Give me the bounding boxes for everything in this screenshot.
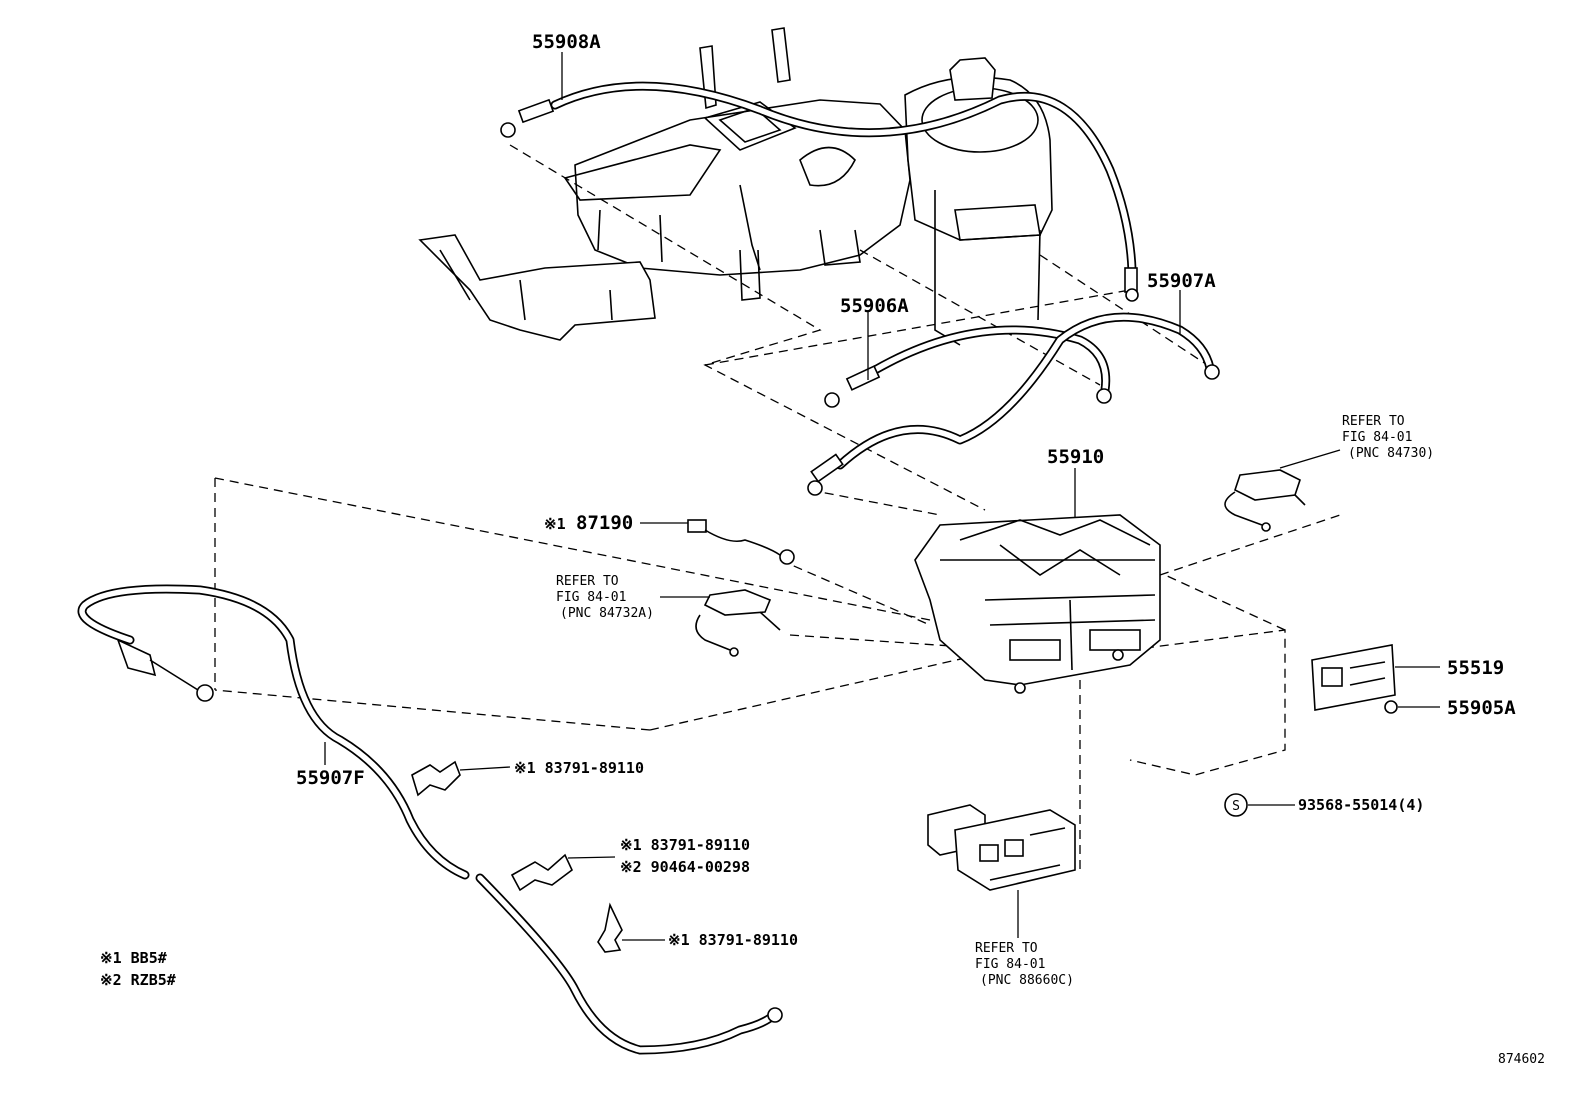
- refer-left-line1: REFER TO: [556, 574, 619, 589]
- refer-left-line2: FIG 84-01: [556, 590, 626, 605]
- refer-note-right: REFER TO FIG 84-01 (PNC 84730): [1342, 414, 1434, 461]
- label-55907f: 55907F: [296, 767, 365, 789]
- part-labels: 55908A 55907A 55906A 55910 55519 55905A …: [296, 31, 1516, 949]
- label-terminal-2b: ※2 90464-00298: [620, 858, 750, 876]
- label-55519: 55519: [1447, 657, 1504, 679]
- refer-bottom-line3: (PNC 88660C): [980, 973, 1074, 988]
- refer-right-line3: (PNC 84730): [1348, 446, 1434, 461]
- label-55910: 55910: [1047, 446, 1104, 468]
- label-terminal-1: ※1 83791-89110: [514, 759, 644, 777]
- cable-55907f: [77, 584, 783, 1055]
- label-55908a: 55908A: [532, 31, 601, 53]
- leader-lines: [324, 52, 1440, 941]
- label-terminal-2a: ※1 83791-89110: [620, 836, 750, 854]
- screw-symbol: S: [1232, 799, 1240, 814]
- sensor-84732a: [695, 589, 781, 657]
- assembly-dashed-lines: [214, 144, 1341, 870]
- cable-55907a: [807, 312, 1220, 496]
- refer-note-left: REFER TO FIG 84-01 (PNC 84732A): [556, 574, 654, 621]
- label-87190-mark: ※1: [544, 515, 566, 533]
- label-55905a: 55905A: [1447, 697, 1516, 719]
- refer-bottom-line1: REFER TO: [975, 941, 1038, 956]
- legend-line2: ※2 RZB5#: [100, 971, 176, 989]
- sensor-87190: [687, 519, 795, 565]
- label-87190: 87190: [576, 512, 633, 534]
- label-terminal-3: ※1 83791-89110: [668, 931, 798, 949]
- figure-number: 874602: [1498, 1052, 1545, 1067]
- label-55906a: 55906A: [840, 295, 909, 317]
- refer-left-line3: (PNC 84732A): [560, 606, 654, 621]
- screw-93568: S: [1224, 793, 1248, 817]
- label-55907a: 55907A: [1147, 270, 1216, 292]
- refer-right-line1: REFER TO: [1342, 414, 1405, 429]
- refer-note-bottom: REFER TO FIG 84-01 (PNC 88660C): [975, 941, 1074, 988]
- control-unit-55910: [914, 514, 1161, 694]
- clip-55905a: [1384, 700, 1398, 714]
- legend-line1: ※1 BB5#: [100, 949, 167, 967]
- legend: ※1 BB5# ※2 RZB5#: [100, 949, 176, 989]
- sensor-84730: [1224, 469, 1306, 532]
- terminals: [411, 760, 623, 953]
- refer-right-line2: FIG 84-01: [1342, 430, 1412, 445]
- heater-unit-assembly: [418, 27, 1053, 346]
- refer-bottom-line2: FIG 84-01: [975, 957, 1045, 972]
- switch-88660c: [927, 804, 1076, 891]
- plate-55519: [1311, 644, 1396, 711]
- cable-55906a: [824, 325, 1112, 408]
- cable-55908a: [500, 81, 1139, 302]
- label-93568: 93568-55014(4): [1298, 796, 1424, 814]
